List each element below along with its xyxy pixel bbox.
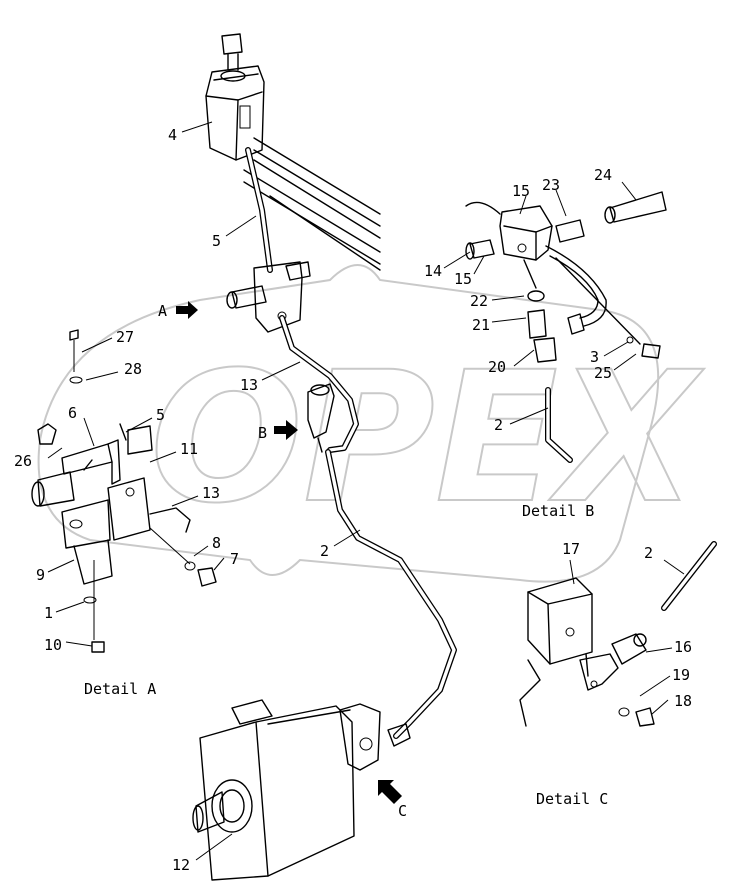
part-label-2-detail-b: 2 — [494, 416, 503, 434]
part-label-17: 17 — [562, 540, 580, 558]
part-label-16: 16 — [674, 638, 692, 656]
part-label-5: 5 — [212, 232, 221, 250]
part-label-3: 3 — [590, 348, 599, 366]
view-label-b: B — [258, 424, 267, 442]
main-assembly — [192, 33, 457, 881]
part-label-13: 13 — [240, 376, 258, 394]
detail-c-drawing — [519, 541, 717, 727]
detail-b-leaders — [443, 181, 637, 425]
view-a-arrow-icon — [176, 301, 198, 319]
part-label-7: 7 — [230, 550, 239, 568]
part-label-24: 24 — [594, 166, 612, 184]
watermark: OPEX — [37, 264, 706, 583]
detail-c-leaders — [569, 559, 685, 715]
part-label-2-detail-c: 2 — [644, 544, 653, 562]
part-label-9: 9 — [36, 566, 45, 584]
part-label-23: 23 — [542, 176, 560, 194]
part-label-8: 8 — [212, 534, 221, 552]
part-number-labels: 4 5 13 2 12 27 28 6 5 26 11 13 8 7 9 1 1… — [14, 126, 692, 874]
view-label-a: A — [158, 302, 167, 320]
detail-a-drawing — [31, 329, 217, 653]
part-label-2: 2 — [320, 542, 329, 560]
view-b-arrow-icon — [274, 420, 298, 440]
part-label-12: 12 — [172, 856, 190, 874]
detail-b-drawing — [465, 191, 667, 463]
watermark-text: OPEX — [150, 334, 705, 543]
part-label-25: 25 — [594, 364, 612, 382]
part-label-5-detail: 5 — [156, 406, 165, 424]
part-label-18: 18 — [674, 692, 692, 710]
part-label-4: 4 — [168, 126, 177, 144]
part-label-11: 11 — [180, 440, 198, 458]
part-label-21: 21 — [472, 316, 490, 334]
detail-b-caption: Detail B — [522, 502, 594, 520]
part-label-1: 1 — [44, 604, 53, 622]
part-label-20: 20 — [488, 358, 506, 376]
view-c-arrow-icon — [378, 780, 402, 804]
part-label-6: 6 — [68, 404, 77, 422]
part-label-15-top: 15 — [512, 182, 530, 200]
part-label-10: 10 — [44, 636, 62, 654]
part-label-26: 26 — [14, 452, 32, 470]
view-label-c: C — [398, 802, 407, 820]
part-label-19: 19 — [672, 666, 690, 684]
detail-a-leaders — [47, 337, 225, 647]
detail-c-caption: Detail C — [536, 790, 608, 808]
part-label-27: 27 — [116, 328, 134, 346]
part-label-22: 22 — [470, 292, 488, 310]
detail-captions: Detail A Detail B Detail C — [84, 502, 608, 808]
part-label-13-detail: 13 — [202, 484, 220, 502]
view-arrows — [176, 301, 402, 804]
view-letters: A B C — [158, 302, 407, 820]
part-label-15-low: 15 — [454, 270, 472, 288]
part-label-28: 28 — [124, 360, 142, 378]
detail-a-caption: Detail A — [84, 680, 156, 698]
main-leaders — [181, 121, 361, 861]
part-label-14: 14 — [424, 262, 442, 280]
